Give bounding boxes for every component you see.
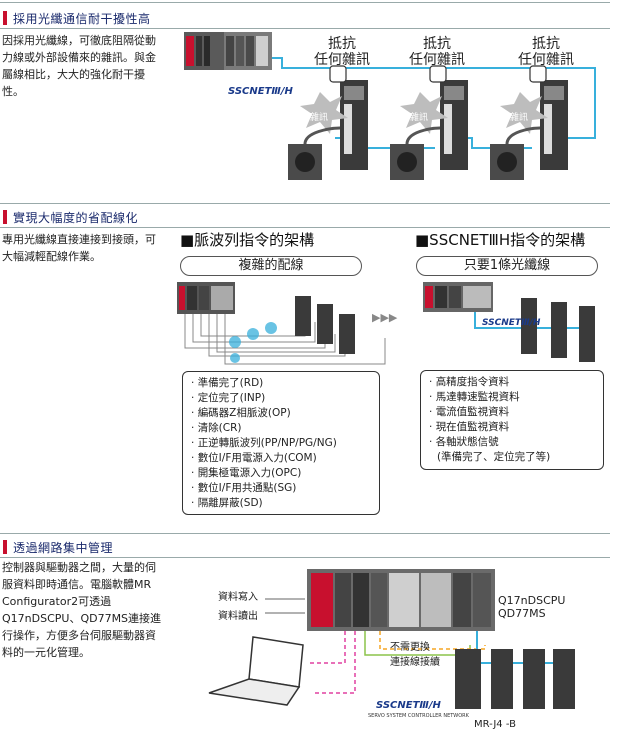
section-description: 專用光纖線直接連接到接頭，可 大幅減輕配線作業。	[2, 231, 180, 265]
text-line: 料的一元化管理。	[2, 646, 90, 659]
section-marker	[3, 210, 7, 224]
signal-item: 清除(CR)	[191, 421, 371, 436]
section-description: 控制器與驅動器之間，大量的伺 服資料即時通信。電腦軟體MR Configurat…	[2, 559, 182, 661]
sscnet-logo-sub: SERVO SYSTEM CONTROLLER NETWORK	[368, 713, 469, 719]
section-title: 採用光纖通信耐干擾性高	[13, 11, 151, 26]
signal-item: 數位I/F用共通點(SG)	[191, 481, 371, 496]
sscnet-data-list: 高精度指令資料 馬達轉速監視資料 電流值監視資料 現在值監視資料 各軸狀態信號 …	[420, 370, 604, 470]
text-line: 性。	[2, 85, 24, 98]
servo-motor	[288, 144, 524, 180]
text-line: Configurator2可透過	[2, 595, 112, 608]
noise-diagram	[184, 32, 596, 180]
noise-label: 雜訊	[510, 113, 529, 123]
section-divider	[0, 557, 610, 558]
section-header-noise: 採用光纖通信耐干擾性高	[0, 8, 151, 28]
section-divider	[0, 203, 610, 204]
resist-label: 抵抗任何雜訊	[409, 36, 465, 68]
laptop-icon	[208, 636, 304, 706]
resist-label: 抵抗任何雜訊	[518, 36, 574, 68]
section-marker	[3, 540, 7, 554]
complex-wiring-pill: 複雜的配線	[180, 256, 362, 276]
section-marker	[3, 11, 7, 25]
section-title: 實現大幅度的省配線化	[13, 210, 139, 225]
text-line: 大幅減輕配線作業。	[2, 250, 101, 263]
section-divider	[0, 227, 610, 228]
text-line: 因採用光纖線，可徹底阻隔從動	[2, 34, 156, 47]
text-line: 服資料即時通信。電腦軟體MR	[2, 578, 152, 591]
signal-item: 數位I/F用電源入力(COM)	[191, 451, 371, 466]
signal-item: 準備完了(RD)	[191, 376, 371, 391]
text-line: 屬線相比，大大的強化耐干擾	[2, 68, 145, 81]
signal-item: 隔離屏蔽(SD)	[191, 496, 371, 511]
data-item: 電流值監視資料	[429, 405, 595, 420]
section-description: 因採用光纖線，可徹底阻隔從動 力線或外部設備來的雜訊。與金 屬線相比，大大的強化…	[2, 32, 177, 100]
single-fiber-pill: 只要1條光纖線	[416, 256, 598, 276]
data-item: 馬達轉速監視資料	[429, 390, 595, 405]
section-header-network: 透過網路集中管理	[0, 537, 113, 557]
section-title: 透過網路集中管理	[13, 540, 114, 555]
text-line: 專用光纖線直接連接到接頭，可	[2, 233, 156, 246]
left-architecture-heading: ■脈波列指令的架構	[180, 231, 315, 249]
servo-amplifier	[540, 80, 568, 170]
hand-icon	[329, 65, 547, 83]
section-divider	[0, 2, 610, 3]
sscnet-logo: SSCNETⅢ/H	[228, 86, 293, 97]
data-item-note: (準備完了、定位完了等)	[437, 451, 551, 463]
noise-burst-icon	[300, 92, 548, 134]
servo-amplifier	[340, 80, 368, 170]
data-item: 各軸狀態信號	[429, 435, 595, 450]
wiring-diagram	[177, 282, 595, 365]
text-line: 力線或外部設備來的雜訊。與金	[2, 51, 156, 64]
data-item: 現在值監視資料	[429, 420, 595, 435]
section-divider	[0, 533, 610, 534]
arrow-glyphs: ▶▶▶	[372, 311, 398, 324]
network-diagram	[208, 569, 575, 709]
noise-label: 雜訊	[410, 113, 429, 123]
sscnet-logo: SSCNETⅢ/H	[482, 318, 541, 328]
right-architecture-heading: ■SSCNETⅢH指令的架構	[415, 231, 586, 249]
pulse-signal-list: 準備完了(RD) 定位完了(INP) 編碼器Z相脈波(OP) 清除(CR) 正逆…	[182, 371, 380, 515]
signal-item: 正逆轉脈波列(PP/NP/PG/NG)	[191, 436, 371, 451]
resist-label: 抵抗任何雜訊	[314, 36, 370, 68]
no-change-label: 不需更換連接線接續	[390, 642, 440, 668]
text-line: 行操作，方便多台伺服驅動器資	[2, 629, 156, 642]
section-divider	[0, 28, 610, 29]
write-label: 資料寫入	[218, 592, 258, 603]
noise-label: 雜訊	[310, 113, 329, 123]
amplifier-model-label: MR-J4 -B	[474, 719, 516, 730]
text-line: Q17nDSCPU、QD77MS連接進	[2, 612, 162, 625]
signal-item: 定位完了(INP)	[191, 391, 371, 406]
read-label: 資料讀出	[218, 611, 258, 622]
signal-item: 開集極電源入力(OPC)	[191, 466, 371, 481]
signal-item: 編碼器Z相脈波(OP)	[191, 406, 371, 421]
section-header-wiring: 實現大幅度的省配線化	[0, 207, 138, 227]
sscnet-logo: SSCNETⅢ/H	[376, 700, 441, 711]
text-line: 控制器與驅動器之間，大量的伺	[2, 561, 156, 574]
controller-rack	[184, 32, 272, 70]
servo-amplifier	[440, 80, 468, 170]
data-item: 高精度指令資料	[429, 375, 595, 390]
